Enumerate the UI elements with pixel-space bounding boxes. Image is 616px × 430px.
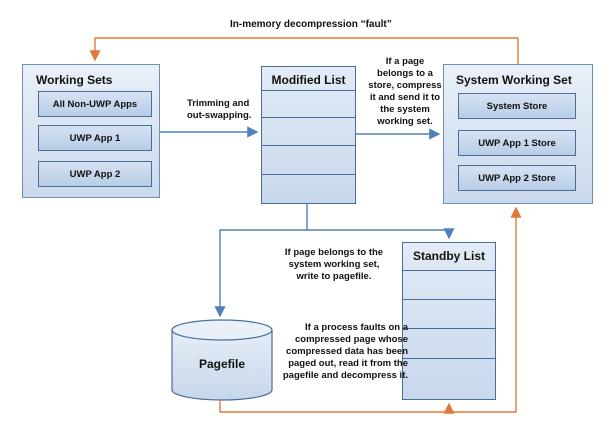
working-set-item-uwp-app-2: UWP App 2 [38,161,152,187]
standby-list-slot [403,358,495,359]
uwp-app-1-store-item: UWP App 1 Store [458,130,576,156]
process-faults-line: compressed data has been [286,346,408,357]
store-compress-line: belongs to a [377,68,433,79]
process-faults-line: compressed page whose [295,334,408,345]
uwp-app-2-store-item: UWP App 2 Store [458,165,576,191]
pagefile-cylinder [171,319,273,401]
modified-list-title: Modified List [271,73,346,87]
store-compress-line: store, compress [368,80,442,91]
system-ws-pagefile-line: system working set, [288,259,380,270]
top-arrow-label: In-memory decompression “fault” [230,19,392,30]
standby-list-slot [403,328,495,329]
system-ws-pagefile-line: If page belongs to the [284,247,384,258]
modified-list-slot [262,90,355,91]
standby-list-slot [403,270,495,271]
system-ws-pagefile-note: If page belongs to the system working se… [274,247,394,283]
standby-list-box: Standby List [402,242,496,400]
system-store-item: System Store [458,93,576,119]
store-compress-line: the system [380,104,430,115]
modified-to-standby-arrow [307,228,455,240]
modified-list-slot [262,145,355,146]
trimming-line: out-swapping. [187,110,252,121]
working-set-item-uwp-app-1: UWP App 1 [38,125,152,151]
working-sets-title: Working Sets [36,73,113,87]
trimming-line: Trimming and [187,98,250,109]
process-faults-line: If a process faults on a [305,322,408,333]
standby-list-title: Standby List [412,249,485,263]
working-set-item-all-non-uwp: All Non-UWP Apps [38,91,152,117]
modified-list-slot [262,174,355,175]
system-ws-pagefile-line: write to pagefile. [296,271,372,282]
store-compress-line: working set. [377,116,433,127]
process-faults-line: pagefile and decompress it. [282,370,408,381]
pagefile-label: Pagefile [198,357,246,371]
store-compress-line: If a page [385,56,425,67]
store-compress-note: If a page belongs to a store, compress i… [365,56,445,128]
modified-list-slot [262,117,355,118]
standby-list-slot [403,299,495,300]
store-compress-line: it and send it to [369,92,441,103]
decompression-fault-arrow [89,37,519,64]
process-faults-note: If a process faults on a compressed page… [282,322,408,382]
process-faults-line: paged out, read it from the [288,358,408,369]
modified-list-box: Modified List [261,66,356,204]
trimming-note: Trimming and out-swapping. [187,98,251,122]
system-working-set-title: System Working Set [456,73,572,87]
